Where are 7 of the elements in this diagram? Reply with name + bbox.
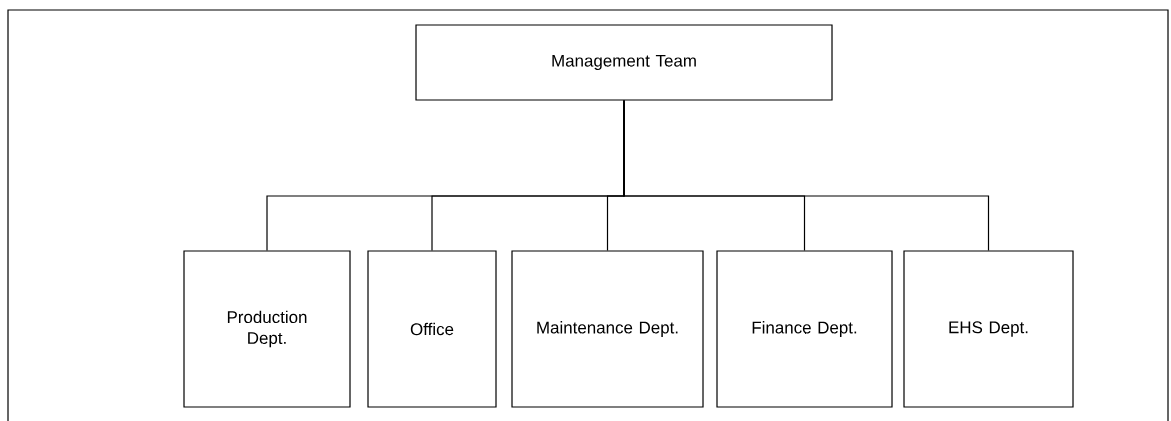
title-box: Management Team bbox=[415, 24, 833, 101]
department-box: Production Dept. bbox=[183, 250, 351, 408]
department-box: Office bbox=[367, 250, 497, 408]
department-box: Maintenance Dept. bbox=[511, 250, 704, 408]
connector-line bbox=[623, 100, 990, 251]
department-box: Finance Dept. bbox=[716, 250, 893, 408]
department-box: EHS Dept. bbox=[903, 250, 1074, 408]
